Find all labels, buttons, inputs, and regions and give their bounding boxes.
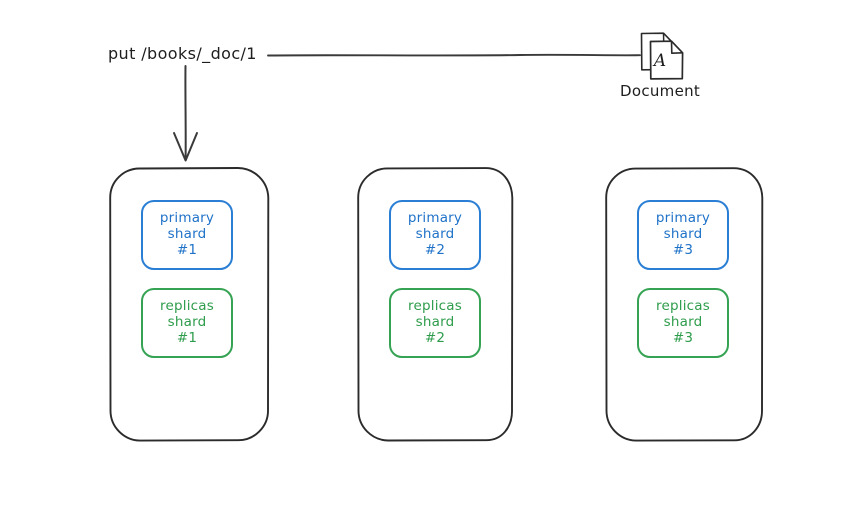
shard-primary-3[interactable]: primary shard #3: [637, 200, 729, 270]
shard-label-line1: replicas: [408, 298, 462, 315]
shard-label-line3: #1: [176, 241, 198, 258]
shard-label-line3: #3: [672, 241, 694, 258]
shard-label-line3: #2: [424, 241, 446, 258]
shard-label-line2: shard: [415, 226, 455, 243]
document-label: Document: [620, 82, 701, 100]
shard-label-line1: primary: [159, 210, 215, 227]
shard-label-line2: shard: [167, 314, 207, 331]
document-page-glyph: A: [652, 51, 666, 71]
shard-primary-1[interactable]: primary shard #1: [141, 200, 233, 270]
document-front-page-fold: [670, 41, 683, 54]
request-label: put /books/_doc/1: [108, 44, 257, 63]
document-front-page: [649, 40, 684, 80]
shard-label-line3: #1: [176, 329, 198, 346]
request-to-document-connector: [267, 53, 641, 57]
shard-label-line2: shard: [167, 226, 207, 243]
shard-label-line2: shard: [663, 226, 703, 243]
shard-replica-1[interactable]: replicas shard #1: [141, 288, 233, 358]
shard-replica-2[interactable]: replicas shard #2: [389, 288, 481, 358]
shard-primary-2[interactable]: primary shard #2: [389, 200, 481, 270]
request-arrow-head: [173, 132, 198, 162]
shard-label-line1: primary: [655, 210, 711, 227]
shard-label-line1: primary: [407, 210, 463, 227]
shard-label-line2: shard: [415, 314, 455, 331]
shard-label-line1: replicas: [160, 298, 214, 315]
shard-replica-3[interactable]: replicas shard #3: [637, 288, 729, 358]
shard-label-line3: #3: [672, 329, 694, 346]
shard-label-line3: #2: [424, 329, 446, 346]
shard-label-line1: replicas: [656, 298, 710, 315]
shard-label-line2: shard: [663, 314, 703, 331]
